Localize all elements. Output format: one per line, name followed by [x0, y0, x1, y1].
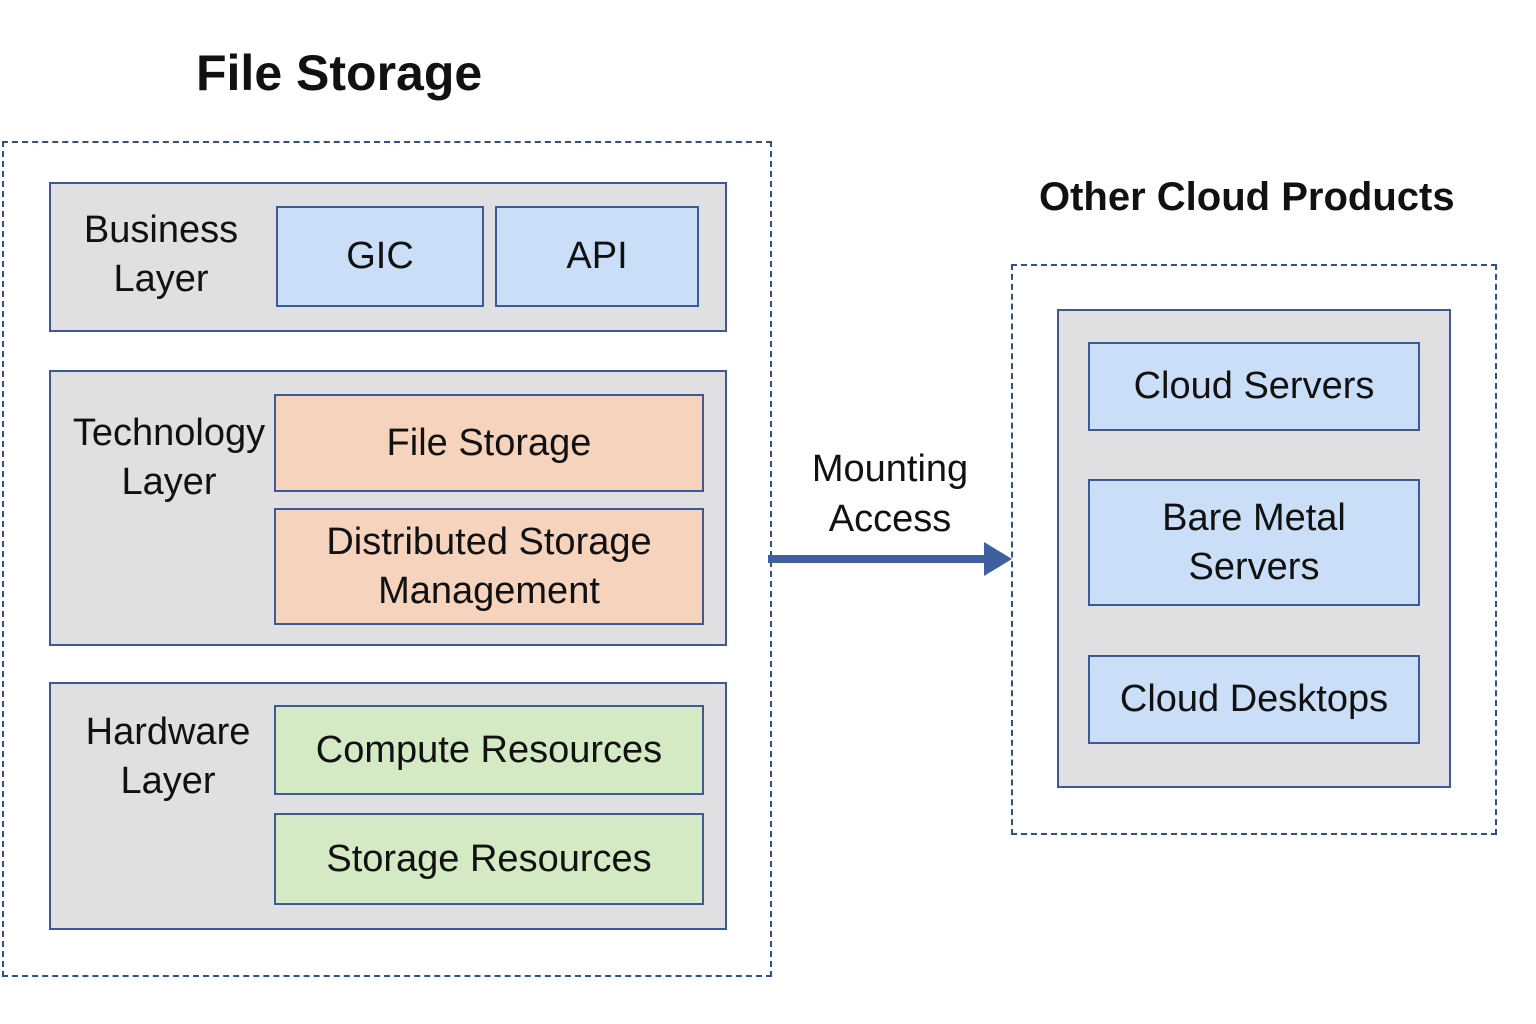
cloud-servers-box: Cloud Servers [1088, 342, 1420, 431]
arrow-head-icon [984, 542, 1012, 576]
mounting-access-label-line2: Access [828, 498, 952, 540]
business-layer-label: Business Layer [83, 209, 239, 300]
other-cloud-products-group [1011, 264, 1497, 835]
hardware-layer-label: Hardware Layer [85, 711, 251, 802]
bare-metal-servers-box: Bare Metal Servers [1088, 479, 1420, 606]
storage-resources-box: Storage Resources [274, 813, 704, 905]
distributed-storage-management-box: Distributed Storage Management [274, 508, 704, 625]
file-storage-box: File Storage [274, 394, 704, 492]
mounting-access-label: Mounting Access [790, 444, 990, 544]
gic-box: GIC [276, 206, 484, 307]
mounting-access-label-line1: Mounting [811, 448, 969, 490]
technology-layer-label: Technology Layer [72, 412, 266, 503]
compute-resources-box: Compute Resources [274, 705, 704, 795]
file-storage-title: File Storage [196, 45, 483, 101]
other-cloud-products-title: Other Cloud Products [1039, 175, 1455, 219]
cloud-desktops-box: Cloud Desktops [1088, 655, 1420, 744]
mounting-access-arrow [768, 542, 1012, 576]
api-box: API [495, 206, 699, 307]
